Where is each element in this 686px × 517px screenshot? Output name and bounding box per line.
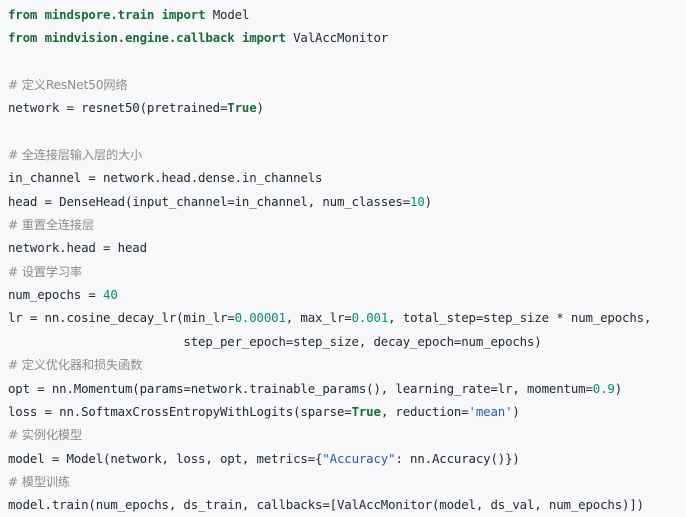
code-token: 'mean' [468,403,513,419]
code-line: opt = nn.Momentum(params=network.trainab… [0,377,686,400]
code-token: ) [512,403,520,419]
code-token: ) [614,380,623,396]
code-token: import [161,7,206,22]
code-line: from mindspore.train import Model [0,3,686,26]
code-line: # 定义优化器和损失函数 [0,353,686,376]
code-token: network = resnet50(pretrained= [8,100,228,116]
code-token: 0.001 [351,310,389,326]
code-line [0,120,686,143]
code-token: mindspore.train [44,7,155,22]
code-token: step_per_epoch=step_size, decay_epoch=nu… [8,333,542,349]
code-line: model = Model(network, loss, opt, metric… [0,447,686,470]
code-token: Model [205,7,250,22]
code-token: from [8,7,38,22]
code-line: network = resnet50(pretrained=True) [0,96,686,119]
code-line: # 实例化模型 [0,423,686,446]
code-comment: # 全连接层输入层的大小 [8,148,143,163]
code-token: model.train(num_epochs, ds_train, callba… [8,497,644,513]
code-token: : nn.Accuracy()}) [395,450,520,466]
code-token: loss = nn.SoftmaxCrossEntropyWithLogits(… [8,403,352,419]
code-token: True [351,403,381,419]
code-token: "Accuracy" [322,450,396,466]
code-comment: # 重置全连接层 [8,218,95,233]
code-line: # 全连接层输入层的大小 [0,143,686,166]
code-token: lr = nn.cosine_decay_lr(min_lr= [8,310,235,326]
code-line: model.train(num_epochs, ds_train, callba… [0,493,686,516]
code-token: True [227,100,257,116]
code-token: , reduction= [380,403,469,419]
code-token [37,30,44,45]
code-line: # 定义ResNet50网络 [0,73,686,96]
code-comment: # 定义优化器和损失函数 [8,358,143,373]
code-token: import [241,30,286,46]
code-token: opt = nn.Momentum(params=network.trainab… [8,380,593,396]
code-token: 0.00001 [234,310,286,326]
code-token: network.head = head [8,240,147,256]
code-token [37,7,44,22]
code-line: from mindvision.engine.callback import V… [0,26,686,49]
code-line: head = DenseHead(input_channel=in_channe… [0,190,686,213]
code-token: 40 [103,287,118,303]
code-line: # 设置学习率 [0,260,686,283]
code-comment: # 设置学习率 [8,264,82,279]
code-line: lr = nn.cosine_decay_lr(min_lr=0.00001, … [0,306,686,329]
code-token: 10 [410,193,425,209]
code-line: num_epochs = 40 [0,283,686,306]
code-token: 0.9 [592,380,615,396]
code-token: in_channel = network.head.dense.in_chann… [8,170,323,186]
code-line [0,50,686,73]
code-token: model = Model(network, loss, opt, metric… [8,450,323,466]
code-token: num_epochs = [8,287,104,303]
code-token: head = DenseHead(input_channel=in_channe… [8,193,411,209]
code-line: network.head = head [0,236,686,259]
code-token: from [8,30,38,46]
code-line: # 模型训练 [0,470,686,493]
code-token: ) [424,193,432,209]
code-token [235,30,242,45]
code-comment: # 定义ResNet50网络 [8,78,128,93]
code-comment: # 模型训练 [8,474,70,489]
code-line: in_channel = network.head.dense.in_chann… [0,166,686,189]
code-token: ) [256,100,264,116]
code-token: , max_lr= [285,310,352,326]
code-token: mindvision.engine.callback [44,30,235,46]
code-comment: # 实例化模型 [8,428,82,443]
code-token: ValAccMonitor [285,30,389,46]
code-line: # 重置全连接层 [0,213,686,236]
code-token [154,7,161,22]
code-token: , total_step=step_size * num_epochs, [388,310,652,326]
code-line: loss = nn.SoftmaxCrossEntropyWithLogits(… [0,400,686,423]
code-line: step_per_epoch=step_size, decay_epoch=nu… [0,330,686,353]
